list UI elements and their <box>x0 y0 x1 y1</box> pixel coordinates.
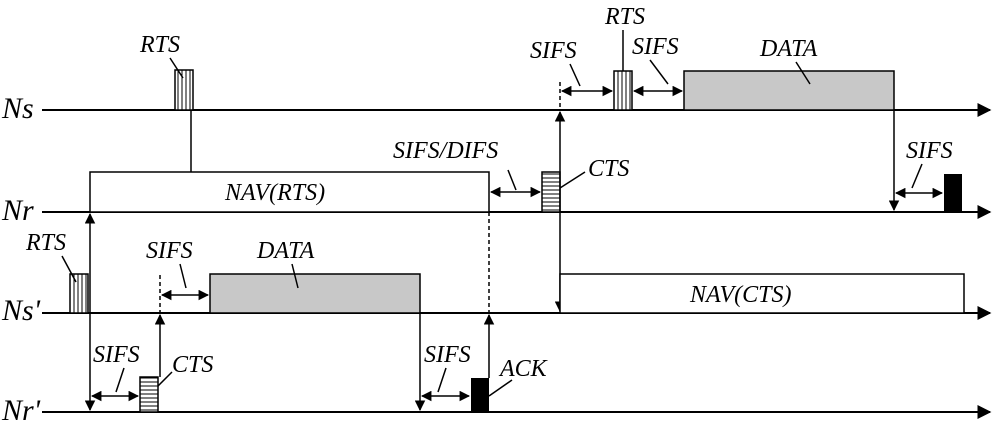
ack-frame-nr <box>944 174 962 212</box>
row-label-nr: Nr <box>1 194 34 227</box>
sifs-difs-leader <box>507 169 517 191</box>
sifs-difs-label: SIFS/DIFS <box>393 138 498 164</box>
cts-label-nrp: CTS <box>172 352 213 378</box>
sifs-leader-nsp <box>179 263 187 289</box>
cts-label-nr: CTS <box>588 156 629 182</box>
rts-leader-ns <box>169 57 184 79</box>
rts-frame-ns-2 <box>613 70 633 111</box>
nav-rts-box <box>89 171 490 213</box>
rts-frame-nsp <box>69 273 89 314</box>
sifs-label-nr-ack: SIFS <box>906 138 953 164</box>
data-frame-ns <box>683 70 895 111</box>
rts-frame-ns <box>174 69 194 111</box>
cts-frame-nr <box>541 171 561 213</box>
sifs-leader-ns-1 <box>569 63 581 87</box>
rts-label-nsp: RTS <box>25 230 66 256</box>
sifs-label-nrp-1: SIFS <box>93 342 140 368</box>
data-label-nsp: DATA <box>256 238 315 264</box>
sifs-leader-nrp-1 <box>115 367 125 393</box>
cts-frame-nrp <box>139 376 159 413</box>
row-label-nr-prime: Nr' <box>1 394 41 427</box>
ack-label-nrp: ACK <box>498 356 549 382</box>
row-label-ns: Ns <box>1 92 34 125</box>
rts-label-ns: RTS <box>139 32 180 58</box>
sifs-label-ns-2: SIFS <box>632 34 679 60</box>
data-leader-ns <box>795 61 811 85</box>
cts-leader-nr <box>559 171 586 189</box>
ack-frame-nrp <box>471 378 489 412</box>
rts-leader-nsp <box>61 255 77 283</box>
data-label-ns: DATA <box>759 36 818 62</box>
nav-rts-label: NAV(RTS) <box>224 180 325 206</box>
data-leader-nsp <box>291 263 299 289</box>
ack-leader-nrp <box>488 379 513 397</box>
cts-leader-nrp <box>157 371 173 387</box>
sifs-leader-nr-ack <box>911 163 923 189</box>
sifs-label-ns-1: SIFS <box>530 38 577 64</box>
row-label-ns-prime: Ns' <box>1 294 41 327</box>
nav-cts-label: NAV(CTS) <box>689 282 791 308</box>
sifs-label-nsp: SIFS <box>146 238 193 264</box>
sifs-leader-nrp-2 <box>437 367 447 393</box>
data-frame-nsp <box>209 273 421 314</box>
nav-cts-box <box>559 273 965 314</box>
sifs-leader-ns-2 <box>649 59 669 85</box>
sifs-label-nrp-2: SIFS <box>424 342 471 368</box>
rts-label-ns-2: RTS <box>604 4 645 30</box>
